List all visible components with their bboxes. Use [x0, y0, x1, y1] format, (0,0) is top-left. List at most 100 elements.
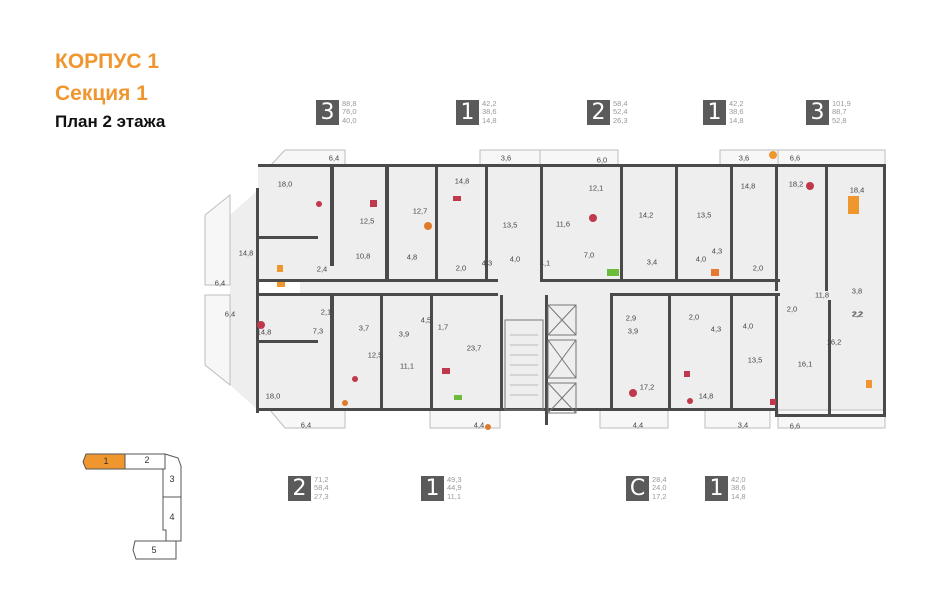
room-area: 16,2: [826, 337, 842, 347]
apartment-areas: 49,3 44,9 11,1: [447, 475, 462, 501]
room-area: 3,6: [500, 153, 512, 163]
room-area: 3,6: [738, 153, 750, 163]
room-area: 11,6: [555, 219, 571, 229]
room-area: 2,2: [851, 309, 863, 319]
room-area: 4,0: [695, 254, 707, 264]
room-area: 2,0: [455, 263, 467, 273]
apartment-areas: 101,9 88,7 52,8: [832, 99, 851, 125]
room-area: 1,7: [437, 322, 449, 332]
apartment-areas: 42,0 38,6 14,8: [731, 475, 746, 501]
room-area: 12,5: [367, 350, 383, 360]
room-area: 2,1: [320, 307, 332, 317]
room-count: 1: [705, 476, 728, 501]
room-area: 3,4: [737, 420, 749, 430]
apartment-areas: 58,4 52,4 26,3: [613, 99, 628, 125]
key-plan-section-1[interactable]: 1: [103, 456, 109, 466]
key-plan: 1 2 3 4 5: [70, 440, 200, 570]
room-area: 6,6: [789, 153, 801, 163]
room-area: 11,8: [814, 290, 830, 300]
room-count: 3: [316, 100, 339, 125]
room-area: 4,8: [406, 252, 418, 262]
apartment-badge-top-5[interactable]: 3 101,9 88,7 52,8: [806, 99, 851, 125]
room-area: 23,7: [466, 343, 482, 353]
room-area: 12,1: [588, 183, 604, 193]
room-area: 4,3: [711, 246, 723, 256]
room-area: 2,9: [625, 313, 637, 323]
room-area: 4,3: [481, 258, 493, 268]
room-area: 2,0: [752, 263, 764, 273]
room-area: 14,8: [698, 391, 714, 401]
apartment-areas: 42,2 38,6 14,8: [729, 99, 744, 125]
room-area: 13,5: [502, 220, 518, 230]
room-area: 3,9: [398, 329, 410, 339]
key-plan-shape: [82, 453, 182, 560]
room-area: 16,1: [797, 359, 813, 369]
room-area: 18,0: [277, 179, 293, 189]
room-count: 1: [421, 476, 444, 501]
room-area: 14,8: [238, 248, 254, 258]
room-count: 2: [288, 476, 311, 501]
room-area: 4,4: [473, 420, 485, 430]
building-title: КОРПУС 1: [55, 50, 159, 73]
room-area: 6,4: [224, 309, 236, 319]
apartment-badge-top-3[interactable]: 2 58,4 52,4 26,3: [587, 99, 628, 125]
room-area: 2,2: [852, 309, 864, 319]
room-area: 14,8: [740, 181, 756, 191]
floor-plan-title: План 2 этажа: [55, 112, 166, 131]
room-area: 4,3: [710, 324, 722, 334]
key-plan-section-2[interactable]: 2: [144, 455, 150, 465]
room-count: 1: [456, 100, 479, 125]
room-area: 18,4: [849, 185, 865, 195]
room-area: 3,4: [646, 257, 658, 267]
room-area: 14,8: [454, 176, 470, 186]
apartment-badge-top-2[interactable]: 1 42,2 38,6 14,8: [456, 99, 497, 125]
room-area: 10,8: [355, 251, 371, 261]
key-plan-section-5[interactable]: 5: [151, 545, 157, 555]
room-area: 12,7: [412, 206, 428, 216]
apartment-areas: 88,8 76,0 40,0: [342, 99, 357, 125]
room-count: 3: [806, 100, 829, 125]
room-count: 1: [703, 100, 726, 125]
room-area: 6,4: [214, 278, 226, 288]
key-plan-section-3[interactable]: 3: [169, 474, 175, 484]
apartment-areas: 42,2 38,6 14,8: [482, 99, 497, 125]
apartment-badge-top-1[interactable]: 3 88,8 76,0 40,0: [316, 99, 357, 125]
room-area: 6,4: [300, 420, 312, 430]
apartment-areas: 28,4 24,0 17,2: [652, 475, 667, 501]
room-count: С: [626, 476, 649, 501]
room-area: 6,0: [596, 155, 608, 165]
room-area: 13,5: [696, 210, 712, 220]
room-area: 4,4: [632, 420, 644, 430]
section-title: Секция 1: [55, 82, 148, 105]
room-area: 3,8: [851, 286, 863, 296]
room-area: 13,5: [747, 355, 763, 365]
room-area: 14,8: [256, 327, 272, 337]
room-area: 4,5: [420, 315, 432, 325]
room-area: 6,6: [789, 421, 801, 431]
apartment-areas: 71,2 58,4 27,3: [314, 475, 329, 501]
room-area: 7,3: [312, 326, 324, 336]
room-area: 2,4: [316, 264, 328, 274]
room-area: 12,5: [359, 216, 375, 226]
room-area: 11,1: [399, 361, 415, 371]
apartment-badge-bottom-4[interactable]: 1 42,0 38,6 14,8: [705, 475, 746, 501]
room-area: 18,0: [265, 391, 281, 401]
room-area: 6,4: [328, 153, 340, 163]
key-plan-section-4[interactable]: 4: [169, 512, 175, 522]
room-area: 2,0: [786, 304, 798, 314]
apartment-badge-bottom-3[interactable]: С 28,4 24,0 17,2: [626, 475, 667, 501]
room-area: 2,0: [688, 312, 700, 322]
room-area: 14,2: [638, 210, 654, 220]
apartment-badge-top-4[interactable]: 1 42,2 38,6 14,8: [703, 99, 744, 125]
room-area: 18,2: [788, 179, 804, 189]
room-area: 4,1: [539, 258, 551, 268]
room-area: 3,7: [358, 323, 370, 333]
apartment-badge-bottom-1[interactable]: 2 71,2 58,4 27,3: [288, 475, 329, 501]
room-count: 2: [587, 100, 610, 125]
room-area: 3,9: [627, 326, 639, 336]
apartment-badge-bottom-2[interactable]: 1 49,3 44,9 11,1: [421, 475, 462, 501]
room-area: 7,0: [583, 250, 595, 260]
room-area: 17,2: [639, 382, 655, 392]
room-area: 4,0: [742, 321, 754, 331]
